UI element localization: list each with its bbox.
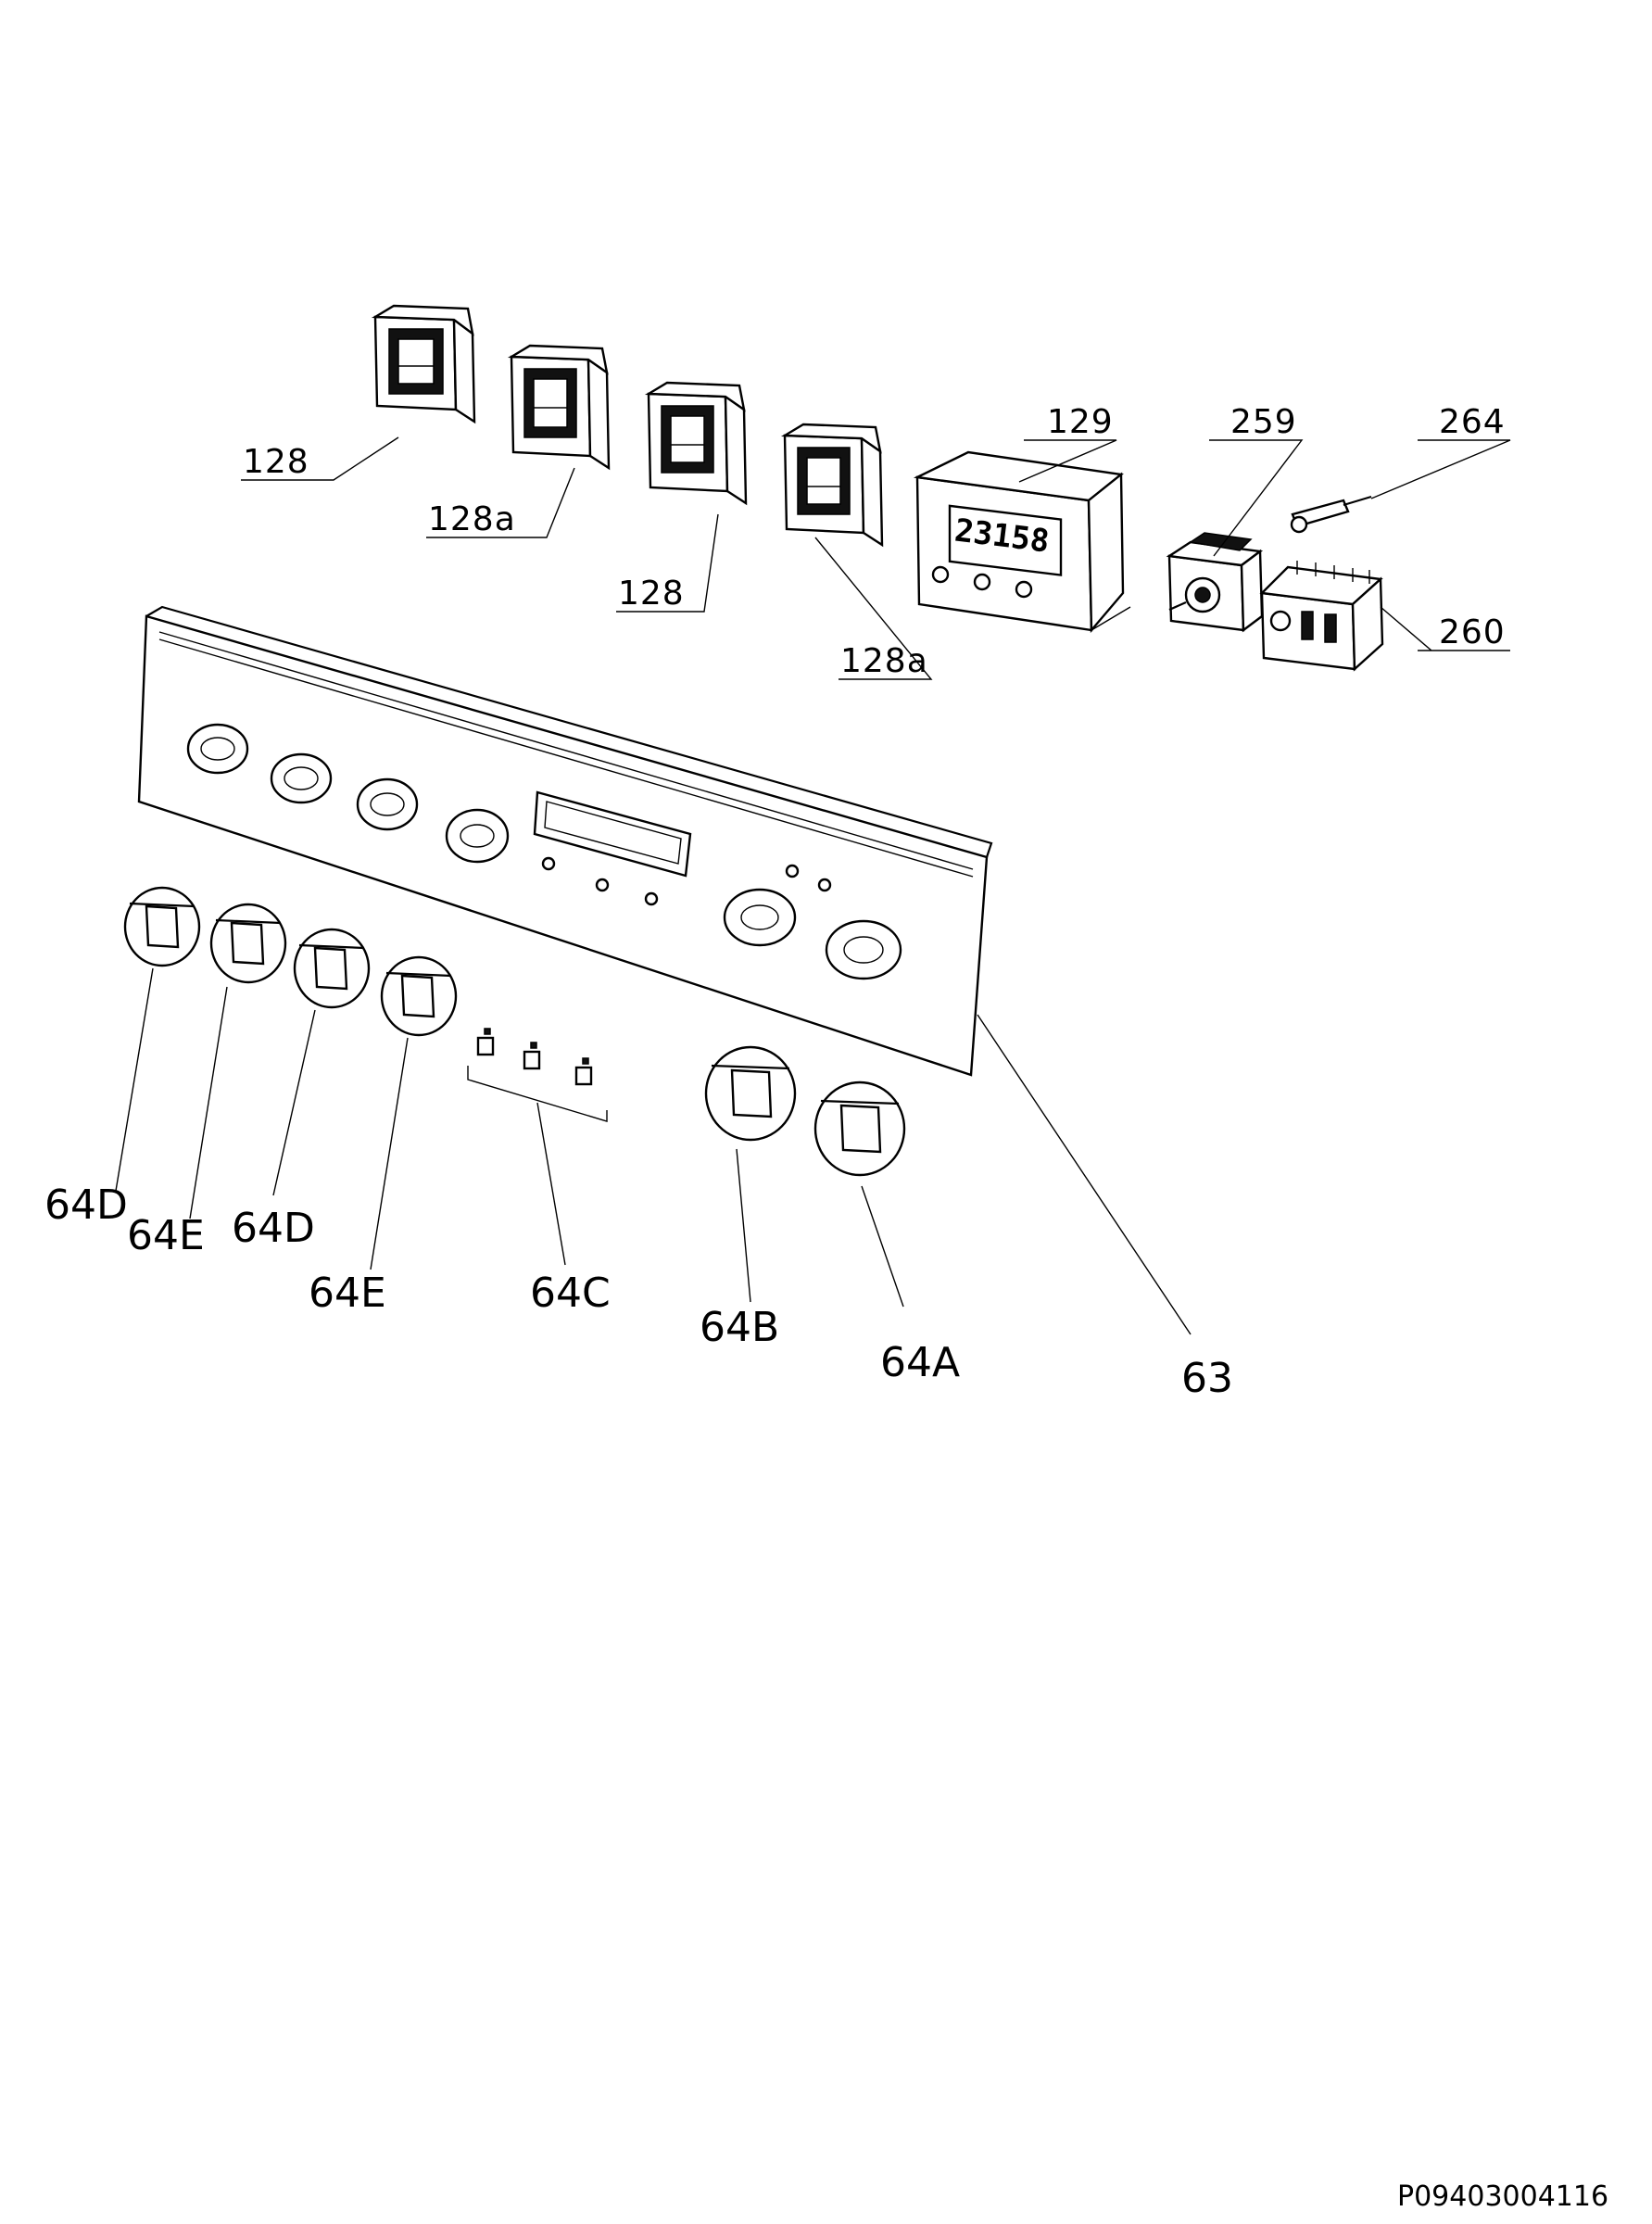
callout-64D-2: 64D — [232, 1205, 315, 1252]
callout-129: 129 — [1047, 403, 1114, 441]
leaders-top — [241, 436, 1511, 680]
control-panel-63 — [137, 605, 993, 1077]
callout-64C: 64C — [530, 1270, 611, 1317]
selector-switch-259 — [1166, 532, 1264, 633]
switch-module-128-left — [371, 304, 476, 424]
callout-64D-1: 64D — [44, 1182, 128, 1229]
knob-64D-1 — [123, 886, 201, 967]
callout-64A: 64A — [880, 1339, 960, 1386]
knob-64D-2 — [293, 928, 371, 1009]
knob-64B — [704, 1045, 797, 1142]
callout-259: 259 — [1230, 403, 1297, 441]
callout-260: 260 — [1439, 613, 1506, 651]
callout-128a-left: 128a — [428, 500, 516, 538]
push-buttons-64C — [467, 1028, 608, 1122]
knob-64E-1 — [209, 903, 287, 984]
switch-module-128a-left — [507, 344, 611, 471]
leaders-bottom — [115, 967, 1192, 1335]
callout-64E-2: 64E — [309, 1270, 386, 1317]
callout-128-right: 128 — [618, 575, 685, 613]
callout-264: 264 — [1439, 403, 1506, 441]
callout-63: 63 — [1181, 1355, 1233, 1402]
electronic-timer-129: 23158 — [913, 450, 1131, 634]
thermostat-260 — [1259, 561, 1384, 672]
switch-module-128a-right — [780, 423, 884, 548]
switch-module-128-right — [644, 381, 748, 506]
lamp-bulb-264 — [1290, 495, 1372, 534]
callout-128-left: 128 — [243, 443, 309, 481]
document-id: P09403004116 — [1397, 2180, 1608, 2213]
callout-64E-1: 64E — [127, 1212, 205, 1259]
callout-128a-right: 128a — [840, 642, 928, 680]
knob-64A — [813, 1080, 906, 1177]
callout-64B: 64B — [700, 1304, 779, 1351]
knob-64E-2 — [380, 955, 458, 1037]
